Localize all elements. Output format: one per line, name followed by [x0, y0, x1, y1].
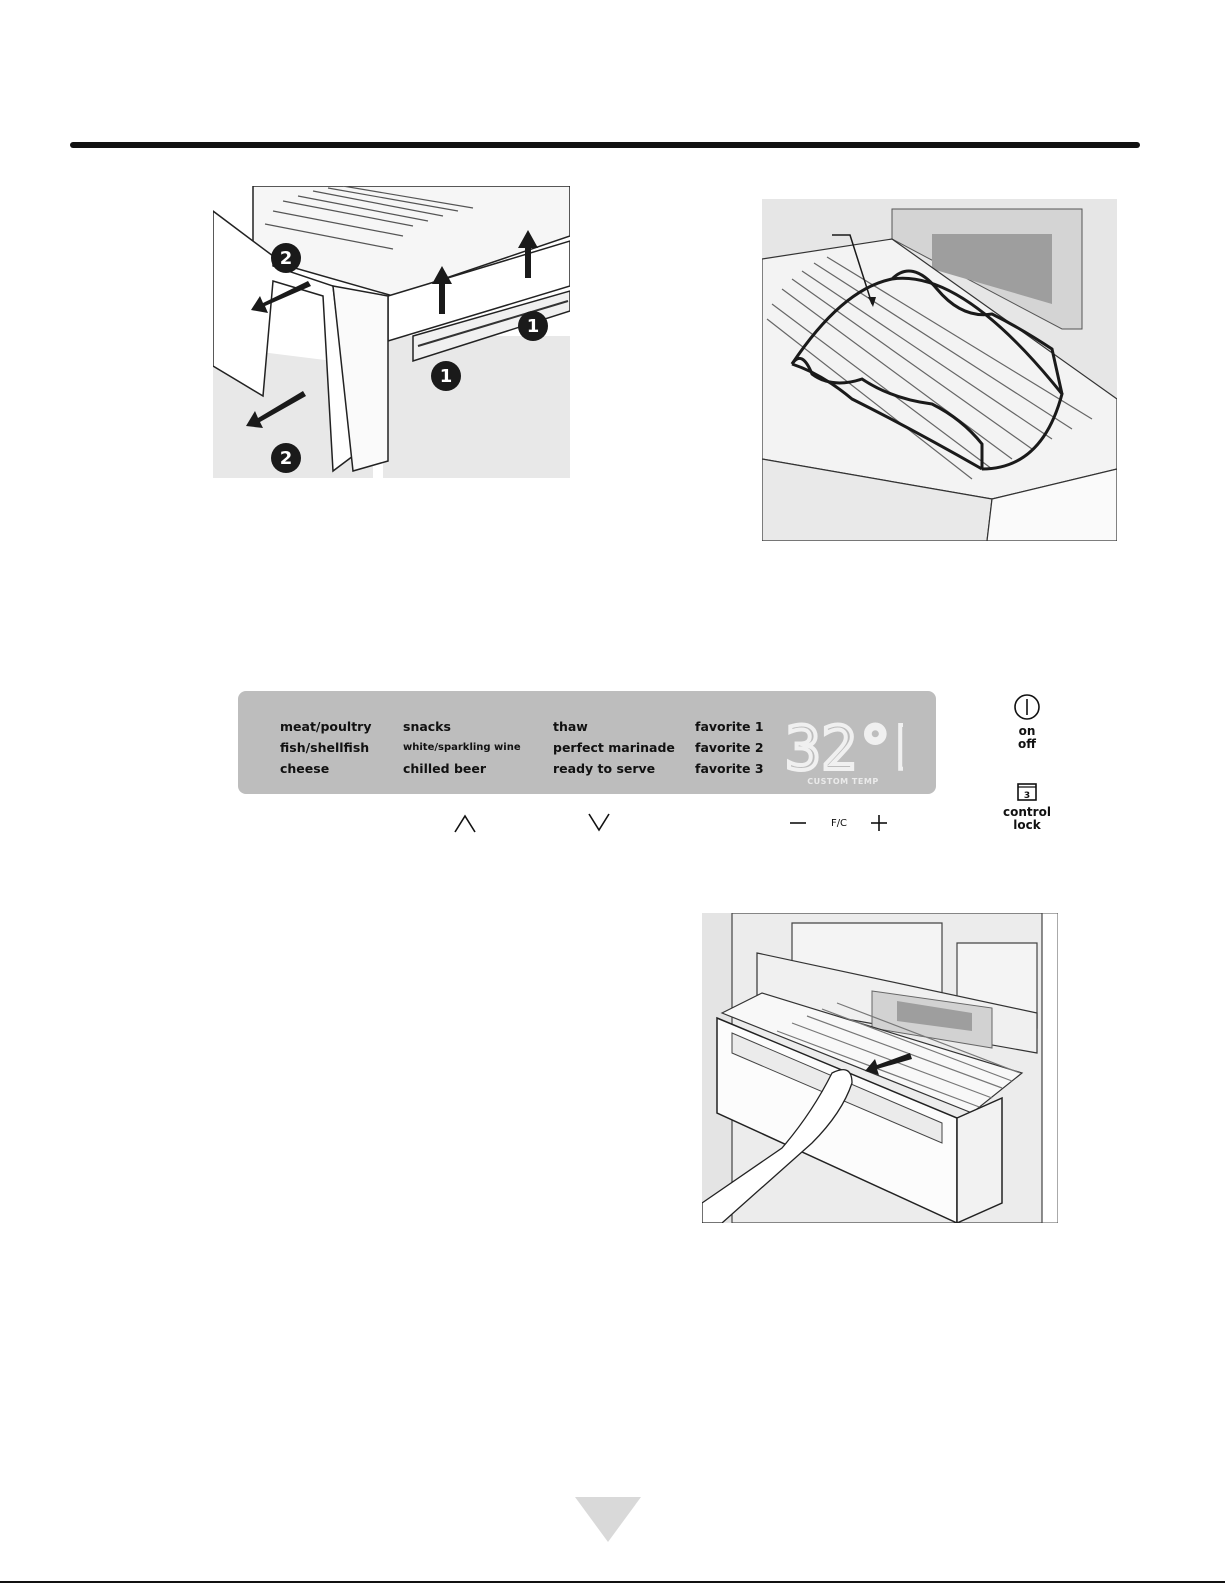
power-icon	[1013, 693, 1041, 721]
panel-column-proteins: meat/poultry fish/shellfish cheese	[280, 716, 372, 779]
power-button[interactable]: on off	[992, 693, 1062, 751]
wire-rack-illustration	[762, 199, 1117, 541]
step-badge-2a: 2	[280, 248, 293, 269]
lock-icon-number: 3	[1024, 791, 1030, 801]
minus-button[interactable]	[785, 812, 811, 834]
plus-icon	[869, 813, 889, 833]
plus-button[interactable]	[866, 812, 892, 834]
panel-column-favorites: favorite 1 favorite 2 favorite 3	[695, 716, 764, 779]
fc-label: F/C	[831, 818, 847, 829]
step-badge-1b: 1	[440, 366, 453, 387]
step-badge-1a: 1	[527, 316, 540, 337]
drawer-removal-illustration: 2 1 1 2	[213, 186, 570, 478]
chevron-down-icon	[586, 812, 612, 834]
footer-rule	[0, 1581, 1225, 1583]
minus-icon	[788, 813, 808, 833]
power-label-off: off	[992, 738, 1062, 751]
mode-fish-shellfish[interactable]: fish/shellfish	[280, 737, 372, 758]
panel-column-prep: thaw perfect marinade ready to serve	[553, 716, 675, 779]
mode-chilled-beer[interactable]: chilled beer	[403, 758, 521, 779]
down-button[interactable]	[584, 810, 614, 836]
mode-meat-poultry[interactable]: meat/poultry	[280, 716, 372, 737]
mode-cheese[interactable]: cheese	[280, 758, 372, 779]
header-rule	[70, 142, 1140, 148]
control-panel: meat/poultry fish/shellfish cheese snack…	[238, 691, 936, 794]
mode-favorite-2[interactable]: favorite 2	[695, 737, 764, 758]
control-lock-label-2: lock	[992, 819, 1062, 832]
mode-white-sparkling-wine[interactable]: white/sparkling wine	[403, 737, 521, 758]
mode-snacks[interactable]: snacks	[403, 716, 521, 737]
panel-column-drinks: snacks white/sparkling wine chilled beer	[403, 716, 521, 779]
up-button[interactable]	[450, 810, 480, 836]
next-page-arrow-icon[interactable]	[575, 1497, 641, 1542]
step-badge-2b: 2	[280, 448, 293, 469]
mode-favorite-3[interactable]: favorite 3	[695, 758, 764, 779]
mode-perfect-marinade[interactable]: perfect marinade	[553, 737, 675, 758]
control-lock-button[interactable]: 3 control lock	[992, 778, 1062, 832]
fc-toggle-button[interactable]: F/C	[822, 813, 856, 833]
mode-thaw[interactable]: thaw	[553, 716, 675, 737]
mode-ready-to-serve[interactable]: ready to serve	[553, 758, 675, 779]
drawer-opening-illustration	[702, 913, 1058, 1223]
chevron-up-icon	[452, 812, 478, 834]
custom-temp-label: CUSTOM TEMP	[793, 777, 893, 786]
lock-icon: 3	[1016, 778, 1038, 802]
temperature-value: 32°F	[785, 714, 903, 784]
mode-favorite-1[interactable]: favorite 1	[695, 716, 764, 737]
